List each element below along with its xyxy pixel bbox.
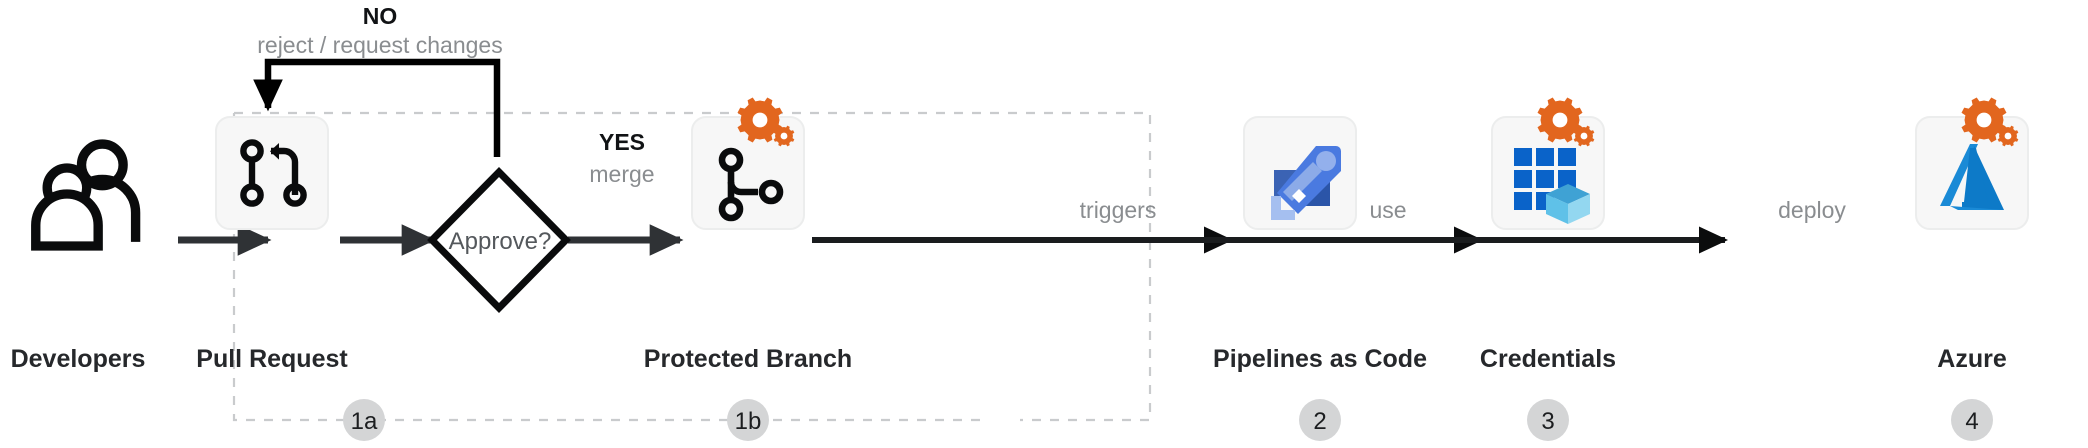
node-protected-branch[interactable]: Protected Branch 1b <box>644 97 852 442</box>
git-pull-request-icon <box>240 139 307 207</box>
edge-label-reject-request-changes: reject / request changes <box>257 32 502 58</box>
edge-label-use: use <box>1369 197 1406 223</box>
approve-decision-text: Approve? <box>449 228 552 255</box>
azure-logo-icon <box>1940 144 2004 210</box>
git-branch-icon <box>718 147 784 222</box>
badge-1a-text: 1a <box>351 408 378 435</box>
pull-request-card[interactable] <box>215 116 329 230</box>
edge-no-reject-loop <box>253 58 501 157</box>
node-label-protected-branch: Protected Branch <box>644 345 852 373</box>
node-developers[interactable]: Developers <box>11 139 146 373</box>
gear-icon-protected-branch <box>737 97 795 147</box>
node-pull-request[interactable]: Pull Request 1a <box>196 116 385 441</box>
badge-4-text: 4 <box>1965 408 1978 435</box>
approve-diamond[interactable] <box>427 167 571 313</box>
node-label-azure: Azure <box>1937 345 2007 373</box>
edge-label-deploy: deploy <box>1778 197 1846 223</box>
decision-approve[interactable]: Approve? <box>427 167 571 313</box>
azure-key-vault-icon <box>1514 148 1590 224</box>
node-credentials[interactable]: Credentials 3 <box>1480 97 1616 442</box>
node-pipelines-as-code[interactable]: Pipelines as Code 2 <box>1213 116 1427 441</box>
badge-2: 2 <box>1299 399 1341 441</box>
edge-label-no: NO <box>363 3 398 29</box>
edge-label-yes: YES <box>599 129 645 155</box>
badge-1a: 1a <box>343 399 385 441</box>
two-people-icon <box>31 139 141 251</box>
badge-3-text: 3 <box>1541 408 1554 435</box>
node-label-credentials: Credentials <box>1480 345 1616 373</box>
node-label-pull-request: Pull Request <box>196 345 348 373</box>
gear-icon-azure <box>1961 97 2019 147</box>
badge-1b-text: 1b <box>735 408 762 435</box>
badge-3: 3 <box>1527 399 1569 441</box>
node-label-pipelines-as-code: Pipelines as Code <box>1213 345 1427 373</box>
node-azure[interactable]: Azure 4 <box>1915 97 2029 442</box>
badge-2-text: 2 <box>1313 408 1326 435</box>
edge-label-merge: merge <box>589 161 654 187</box>
badge-1b: 1b <box>727 399 769 441</box>
repository-group-box <box>232 111 1152 422</box>
gear-icon-credentials <box>1537 97 1595 147</box>
badge-4: 4 <box>1951 399 1993 441</box>
node-label-developers: Developers <box>11 345 146 373</box>
edge-label-triggers: triggers <box>1080 197 1157 223</box>
azure-pipelines-rocket-icon <box>1271 146 1341 220</box>
